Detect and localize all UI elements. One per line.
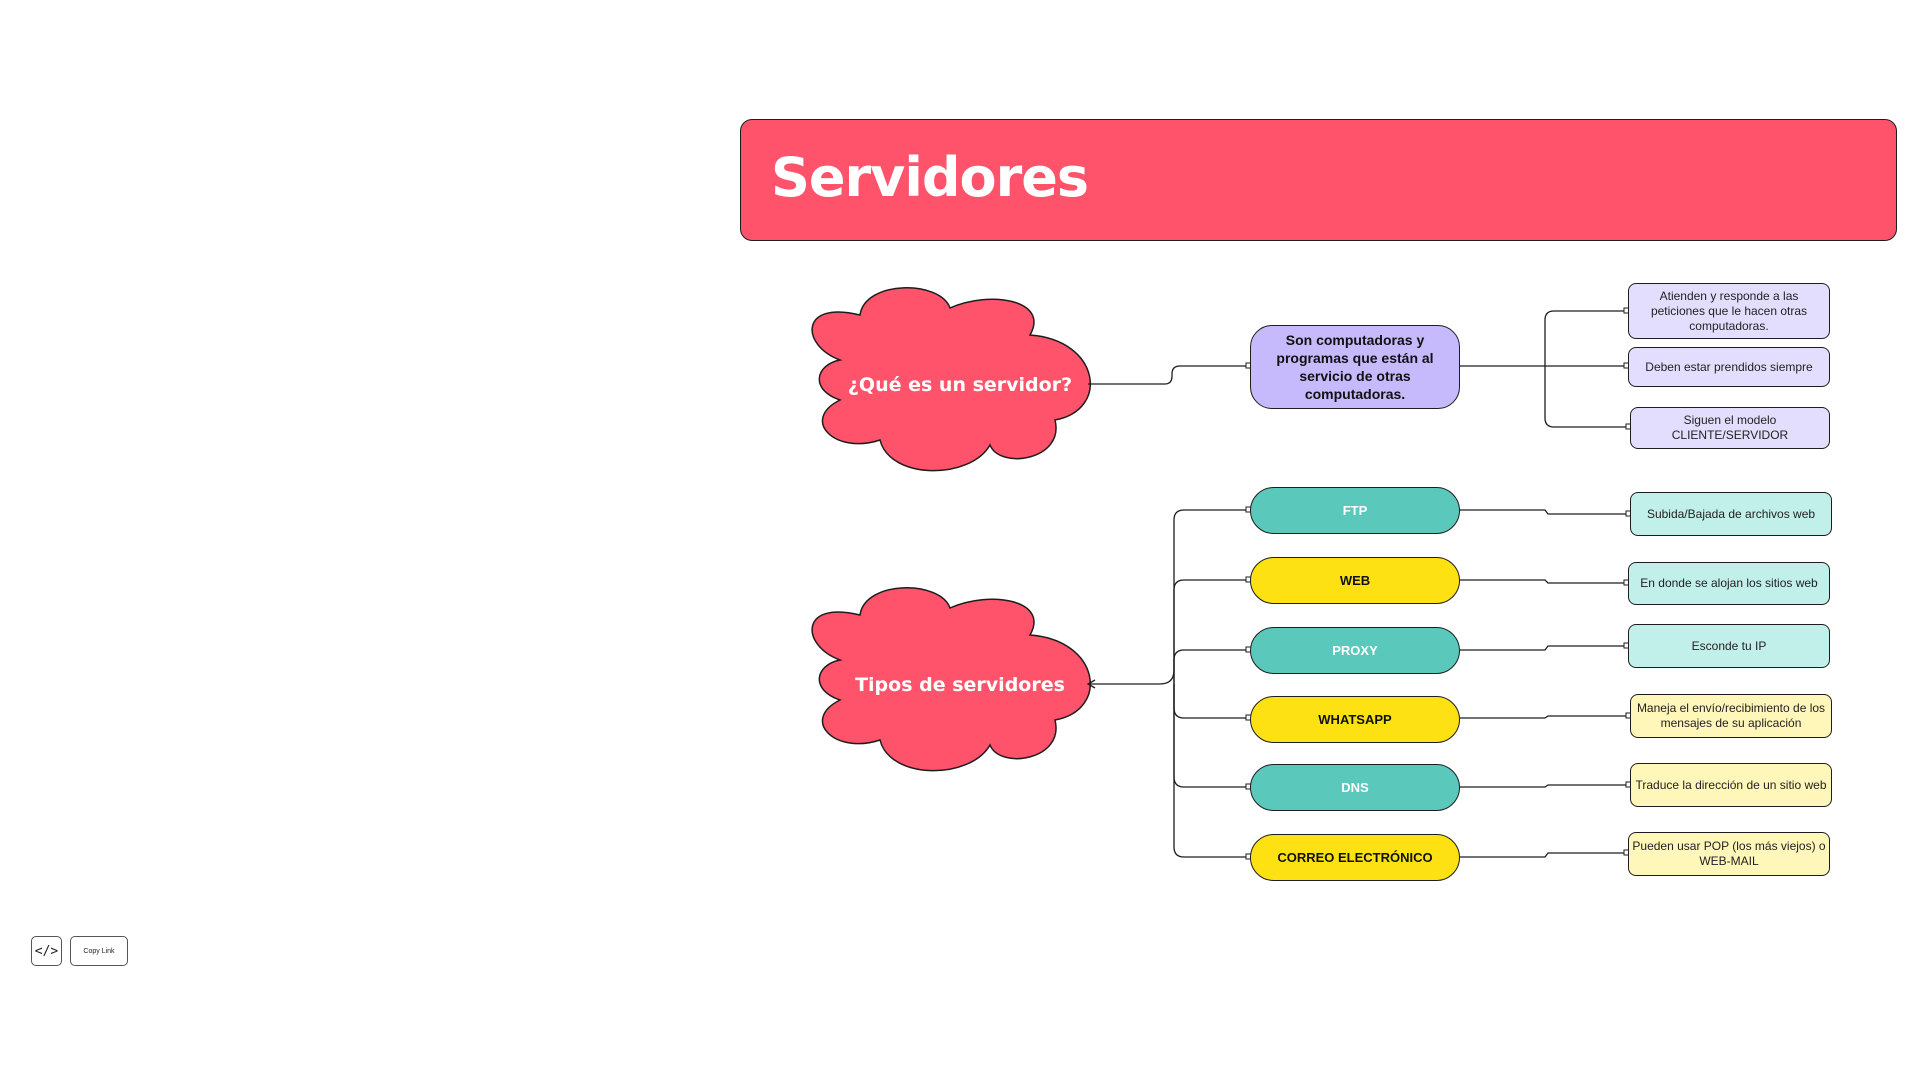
- diagram-title: Servidores: [771, 146, 1089, 209]
- copy-link-button[interactable]: Copy Link: [70, 936, 128, 966]
- description-node-ftp[interactable]: Subida/Bajada de archivos web: [1630, 492, 1832, 536]
- type-node-dns[interactable]: DNS: [1250, 764, 1460, 811]
- description-text: Maneja el envío/recibimiento de los mens…: [1636, 701, 1826, 730]
- definition-text: Son computadoras y programas que están a…: [1276, 332, 1434, 402]
- cloud-shape-tipos[interactable]: [811, 587, 1091, 772]
- type-node-ftp[interactable]: FTP: [1250, 487, 1460, 534]
- code-icon: </>: [34, 943, 59, 959]
- detail-node-1[interactable]: Atienden y responde a las peticiones que…: [1628, 283, 1830, 339]
- detail-node-3[interactable]: Siguen el modelo CLIENTE/SERVIDOR: [1630, 407, 1830, 449]
- copy-link-label: Copy Link: [83, 947, 115, 955]
- description-node-dns[interactable]: Traduce la dirección de un sitio web: [1630, 763, 1832, 807]
- description-text: En donde se alojan los sitios web: [1640, 576, 1818, 590]
- arrow-head-icon: [1086, 679, 1096, 689]
- type-node-web[interactable]: WEB: [1250, 557, 1460, 604]
- type-label: CORREO ELECTRÓNICO: [1277, 850, 1433, 865]
- detail-text: Atienden y responde a las peticiones que…: [1650, 288, 1808, 333]
- description-text: Subida/Bajada de archivos web: [1646, 506, 1816, 521]
- connector-dots: [1245, 307, 1632, 860]
- cloud-shape-que-es[interactable]: [811, 287, 1091, 472]
- type-label: WEB: [1339, 573, 1371, 588]
- type-label: FTP: [1342, 503, 1368, 518]
- detail-text: Siguen el modelo CLIENTE/SERVIDOR: [1671, 413, 1789, 442]
- cloud-label-tipos: Tipos de servidores: [855, 674, 1065, 696]
- type-label: DNS: [1341, 780, 1369, 795]
- description-text: Pueden usar POP (los más viejos) o WEB-M…: [1632, 839, 1826, 868]
- type-label: WHATSAPP: [1318, 712, 1392, 727]
- embed-button[interactable]: </>: [31, 936, 62, 966]
- description-node-web[interactable]: En donde se alojan los sitios web: [1628, 562, 1830, 605]
- type-node-correo[interactable]: CORREO ELECTRÓNICO: [1250, 834, 1460, 881]
- type-label: PROXY: [1332, 643, 1378, 658]
- cloud-label-que-es: ¿Qué es un servidor?: [847, 374, 1073, 396]
- description-node-whatsapp[interactable]: Maneja el envío/recibimiento de los mens…: [1630, 694, 1832, 738]
- detail-text: Deben estar prendidos siempre: [1645, 359, 1813, 374]
- description-text: Traduce la dirección de un sitio web: [1635, 777, 1827, 792]
- definition-node[interactable]: Son computadoras y programas que están a…: [1250, 325, 1460, 409]
- description-text: Esconde tu IP: [1691, 638, 1767, 653]
- description-node-correo[interactable]: Pueden usar POP (los más viejos) o WEB-M…: [1628, 832, 1830, 876]
- type-node-proxy[interactable]: PROXY: [1250, 627, 1460, 674]
- connector-lines: [1088, 310, 1630, 858]
- title-banner: Servidores: [740, 119, 1897, 241]
- description-node-proxy[interactable]: Esconde tu IP: [1628, 624, 1830, 668]
- detail-node-2[interactable]: Deben estar prendidos siempre: [1628, 347, 1830, 387]
- type-node-whatsapp[interactable]: WHATSAPP: [1250, 696, 1460, 743]
